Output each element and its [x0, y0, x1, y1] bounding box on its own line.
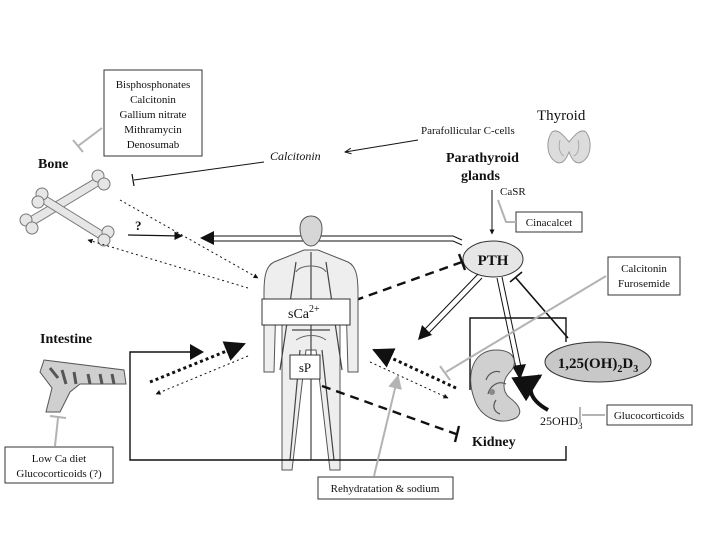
parafollicular-to-calcitonin-arrow: [345, 139, 419, 152]
sp-box: sP: [289, 354, 321, 380]
pth-to-body-double-arrow: [200, 231, 463, 246]
pth-to-body-region-double-arrow: [418, 273, 483, 340]
intestine-inhibit-line: [49, 415, 67, 447]
intestine-absorption-dotted-arrow: [149, 341, 246, 384]
thyroid-gland-icon: [547, 130, 591, 164]
sca-label: sCa: [288, 307, 310, 322]
vitd-label-sub1: 2: [617, 364, 622, 375]
bone-inhibitors-box: Bisphosphonates Calcitonin Gallium nitra…: [103, 69, 203, 157]
ohd-label: 25OHD: [540, 414, 578, 428]
pth-to-sca-dashed-line: [355, 253, 467, 302]
calcitonin-label: Calcitonin: [270, 149, 321, 163]
glucocorticoids-inhibit-line: [579, 407, 605, 423]
pth-to-kidney-double-arrow: [496, 276, 526, 380]
bone-question-arrow: [127, 231, 183, 241]
intestine-label: Intestine: [40, 332, 92, 347]
sca-superscript: 2+: [309, 304, 320, 315]
bone-label: Bone: [38, 157, 68, 172]
vitd-inhibits-pth-line: [509, 271, 569, 339]
question-mark: ?: [135, 218, 142, 233]
bone-deposit-dotted-arrow: [87, 238, 249, 289]
svg-text:25OHD3: 25OHD3: [540, 414, 583, 431]
inhibitor-gallium-nitrate: Gallium nitrate: [120, 109, 187, 121]
sp-to-kidney-dashed-line: [321, 384, 461, 443]
intestine-icon: [39, 359, 127, 413]
intestine-inhibitor-glucocorticoids: Glucocorticoids (?): [16, 468, 102, 480]
intestine-inhibitor-low-ca-diet: Low Ca diet: [32, 453, 86, 465]
svg-text:1,25(OH)2D3: 1,25(OH)2D3: [558, 356, 638, 375]
bone-release-dotted-arrow: [119, 199, 259, 279]
pth-label: PTH: [478, 253, 509, 269]
parafollicular-label: Parafollicular C-cells: [421, 125, 515, 137]
svg-text:sCa2+: sCa2+: [288, 304, 320, 322]
bone-icon: [19, 169, 115, 247]
glucocorticoids-label: Glucocorticoids: [614, 410, 684, 422]
thyroid-label: Thyroid: [537, 108, 586, 124]
rehydration-box: Rehydratation & sodium: [317, 476, 454, 500]
kidney-label: Kidney: [472, 435, 516, 450]
kidney-inhibitors-line: [439, 275, 607, 381]
inhibitor-denosumab: Denosumab: [127, 139, 180, 151]
intestine-inhibitors-box: Low Ca diet Glucocorticoids (?): [4, 446, 114, 484]
pth-to-vitd-loop: [469, 317, 567, 390]
parathyroid-label-2: glands: [461, 169, 500, 184]
rehydration-arrow: [373, 374, 402, 477]
vitd-node: 1,25(OH)2D3: [544, 341, 652, 383]
pth-node: PTH: [462, 240, 524, 278]
vitd-to-intestine-loop: [129, 351, 567, 461]
glucocorticoids-box: Glucocorticoids: [606, 404, 693, 426]
vitd-intestine-arrowhead: [190, 344, 204, 360]
kidney-excretion-dotted-arrow: [369, 361, 449, 399]
cinacalcet-to-casr-line: [497, 199, 516, 223]
rehydration-label: Rehydratation & sodium: [331, 483, 440, 495]
ohd-label-sub: 3: [578, 421, 583, 431]
cinacalcet-box: Cinacalcet: [515, 211, 583, 233]
kidney-inhibitor-furosemide: Furosemide: [618, 278, 670, 290]
parathyroid-label-1: Parathyroid: [446, 151, 519, 166]
human-body-icon: [263, 215, 359, 471]
cinacalcet-label: Cinacalcet: [526, 217, 572, 229]
kidney-inhibitors-box: Calcitonin Furosemide: [607, 256, 681, 296]
casr-label: CaSR: [500, 186, 526, 198]
ohd-conversion-curved-arrow: [511, 374, 550, 412]
sca-box: sCa2+: [261, 298, 351, 326]
vitd-label-part1: 1,25(OH): [558, 356, 618, 372]
vitd-label-sub2: 3: [633, 364, 638, 375]
inhibitor-calcitonin: Calcitonin: [130, 94, 176, 106]
inhibitor-bisphosphonates: Bisphosphonates: [116, 79, 191, 91]
sp-label: sP: [299, 360, 311, 375]
kidney-inhibitor-calcitonin: Calcitonin: [621, 263, 667, 275]
kidney-icon: [470, 349, 521, 422]
bone-inhibit-line: [72, 127, 103, 153]
inhibitor-mithramycin: Mithramycin: [124, 124, 182, 136]
intestine-secretion-dotted-arrow: [155, 355, 249, 395]
kidney-reabsorption-dotted-arrow: [372, 348, 457, 390]
calcitonin-inhibit-bone-line: [131, 161, 265, 187]
vitd-label-part2: D: [622, 356, 633, 372]
